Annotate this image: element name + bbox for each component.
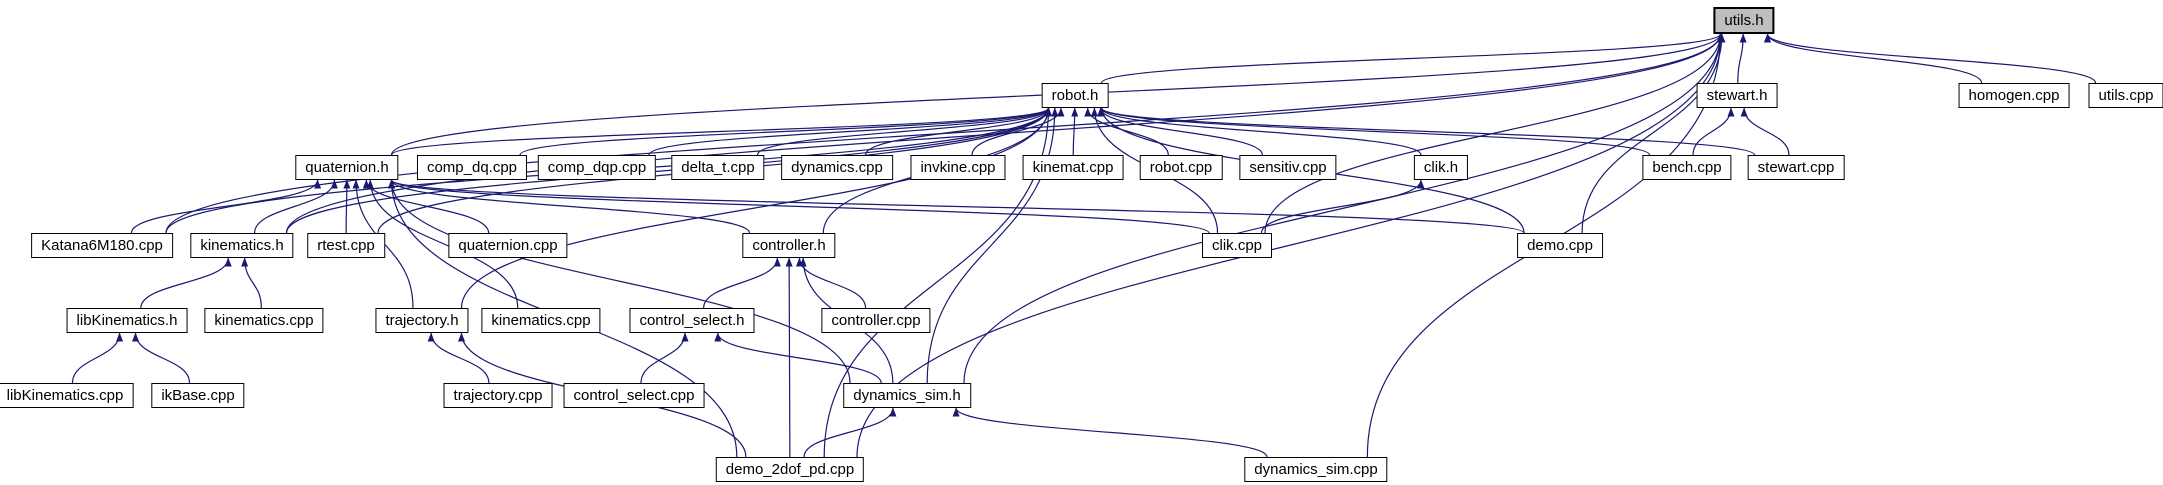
graph-node-homogen_cpp[interactable]: homogen.cpp — [1958, 83, 2070, 108]
graph-node-demo_cpp[interactable]: demo.cpp — [1517, 233, 1603, 258]
graph-edge-sensitiv_cpp-to-robot_h — [1097, 107, 1264, 156]
graph-edge-demo_2dof_pd_cpp-to-utils_h — [856, 33, 1724, 458]
graph-node-kinematics_h[interactable]: kinematics.h — [190, 233, 294, 258]
graph-node-clik_cpp[interactable]: clik.cpp — [1201, 233, 1273, 258]
graph-node-quaternion_h[interactable]: quaternion.h — [295, 155, 399, 180]
graph-edge-kinematics_h-to-quaternion_h — [254, 179, 338, 234]
graph-edge-dynamics_sim_h-to-quaternion_h — [388, 179, 851, 384]
graph-edge-demo_cpp-to-quaternion_h — [388, 179, 1525, 234]
graph-node-demo_2dof_pd_cpp[interactable]: demo_2dof_pd.cpp — [715, 457, 865, 482]
graph-edge-dynamics_sim_h-to-robot_h — [926, 107, 1059, 384]
graph-node-ikBase_cpp[interactable]: ikBase.cpp — [151, 383, 245, 408]
graph-edge-katana_cpp-to-quaternion_h — [130, 179, 322, 234]
graph-edge-libKinematics_h-to-kinematics_h — [140, 257, 232, 309]
graph-node-dynamics_sim_cpp[interactable]: dynamics_sim.cpp — [1244, 457, 1388, 482]
graph-edge-kinematics_cpp1-to-kinematics_h — [241, 257, 262, 309]
graph-edge-dynamics_sim_cpp-to-dynamics_sim_h — [952, 407, 1268, 458]
graph-node-controller_cpp[interactable]: controller.cpp — [821, 308, 931, 333]
graph-edge-stewart_cpp-to-robot_h — [1098, 107, 1756, 156]
graph-edge-dynamics_cpp-to-robot_h — [864, 107, 1052, 156]
graph-edge-clik_cpp-to-clik_h — [1260, 179, 1425, 234]
graph-node-libKinematics_cpp[interactable]: libKinematics.cpp — [0, 383, 134, 408]
graph-edge-ikBase_cpp-to-libKinematics_h — [132, 332, 191, 384]
graph-edge-clik_h-to-robot_h — [1098, 107, 1422, 156]
graph-node-utils_h: utils.h — [1713, 7, 1775, 34]
graph-node-kinemat_cpp[interactable]: kinemat.cpp — [1022, 155, 1124, 180]
graph-node-bench_cpp[interactable]: bench.cpp — [1642, 155, 1732, 180]
graph-edge-kinemat_cpp-to-robot_h — [1071, 107, 1079, 156]
graph-edge-control_select_h-to-controller_h — [703, 257, 781, 309]
graph-node-utils_cpp[interactable]: utils.cpp — [2088, 83, 2163, 108]
graph-node-trajectory_cpp[interactable]: trajectory.cpp — [443, 383, 553, 408]
graph-node-sensitiv_cpp[interactable]: sensitiv.cpp — [1239, 155, 1337, 180]
graph-edge-comp_dqp_cpp-to-robot_h — [648, 107, 1052, 156]
graph-node-rtest_cpp[interactable]: rtest.cpp — [307, 233, 385, 258]
graph-node-katana_cpp[interactable]: Katana6M180.cpp — [31, 233, 173, 258]
graph-edge-homogen_cpp-to-utils_h — [1764, 33, 1983, 84]
graph-node-invkine_cpp[interactable]: invkine.cpp — [910, 155, 1006, 180]
graph-node-kinematics_cpp1[interactable]: kinematics.cpp — [204, 308, 324, 333]
graph-edge-dynamics_sim_h-to-utils_h — [963, 33, 1724, 384]
graph-edge-demo_cpp-to-utils_h — [1581, 33, 1726, 234]
graph-edge-quaternion_h-to-robot_h — [390, 107, 1052, 156]
graph-edge-delta_t_cpp-to-robot_h — [756, 107, 1052, 156]
graph-node-delta_t_cpp[interactable]: delta_t.cpp — [671, 155, 765, 180]
graph-edge-kinematics_cpp2-to-quaternion_h — [366, 179, 519, 309]
graph-node-comp_dq_cpp[interactable]: comp_dq.cpp — [416, 155, 528, 180]
graph-node-stewart_cpp[interactable]: stewart.cpp — [1747, 155, 1845, 180]
graph-node-stewart_h[interactable]: stewart.h — [1696, 83, 1778, 108]
graph-node-kinematics_cpp2[interactable]: kinematics.cpp — [481, 308, 601, 333]
graph-edge-stewart_h-to-utils_h — [1737, 33, 1747, 84]
graph-edge-kinematics_h-to-robot_h — [285, 107, 1052, 234]
graph-edge-demo_2dof_pd_cpp-to-controller_h — [785, 257, 793, 458]
graph-edge-trajectory_cpp-to-trajectory_h — [427, 332, 490, 384]
graph-edge-stewart_cpp-to-stewart_h — [1740, 107, 1790, 156]
graph-node-libKinematics_h[interactable]: libKinematics.h — [66, 308, 188, 333]
graph-edge-control_select_cpp-to-control_select_h — [640, 332, 689, 384]
graph-node-robot_h[interactable]: robot.h — [1041, 83, 1109, 108]
graph-edge-dynamics_sim_h-to-control_select_h — [714, 332, 882, 384]
graph-edge-comp_dq_cpp-to-robot_h — [519, 107, 1052, 156]
graph-node-quaternion_cpp[interactable]: quaternion.cpp — [448, 233, 568, 258]
graph-edge-bench_cpp-to-stewart_h — [1692, 107, 1735, 156]
graph-edge-robot_h-to-utils_h — [1100, 33, 1724, 84]
graph-node-controller_h[interactable]: controller.h — [742, 233, 836, 258]
graph-edge-bench_cpp-to-robot_h — [1098, 107, 1651, 156]
graph-edge-clik_cpp-to-quaternion_h — [388, 179, 1210, 234]
graph-edge-libKinematics_cpp-to-libKinematics_h — [71, 332, 124, 384]
graph-edge-demo_2dof_pd_cpp-to-dynamics_sim_h — [803, 407, 897, 458]
graph-node-dynamics_sim_h[interactable]: dynamics_sim.h — [843, 383, 971, 408]
graph-edge-rtest_cpp-to-quaternion_h — [343, 179, 351, 234]
graph-node-trajectory_h[interactable]: trajectory.h — [375, 308, 469, 333]
graph-node-control_select_cpp[interactable]: control_select.cpp — [563, 383, 705, 408]
graph-edge-robot_cpp-to-robot_h — [1084, 107, 1169, 156]
graph-edge-controller_h-to-quaternion_h — [388, 179, 751, 234]
graph-node-control_select_h[interactable]: control_select.h — [629, 308, 755, 333]
graph-node-dynamics_cpp[interactable]: dynamics.cpp — [781, 155, 893, 180]
graph-edge-utils_cpp-to-utils_h — [1764, 33, 2097, 84]
graph-node-robot_cpp[interactable]: robot.cpp — [1139, 155, 1223, 180]
graph-node-comp_dqp_cpp[interactable]: comp_dqp.cpp — [537, 155, 657, 180]
graph-node-clik_h[interactable]: clik.h — [1413, 155, 1469, 180]
